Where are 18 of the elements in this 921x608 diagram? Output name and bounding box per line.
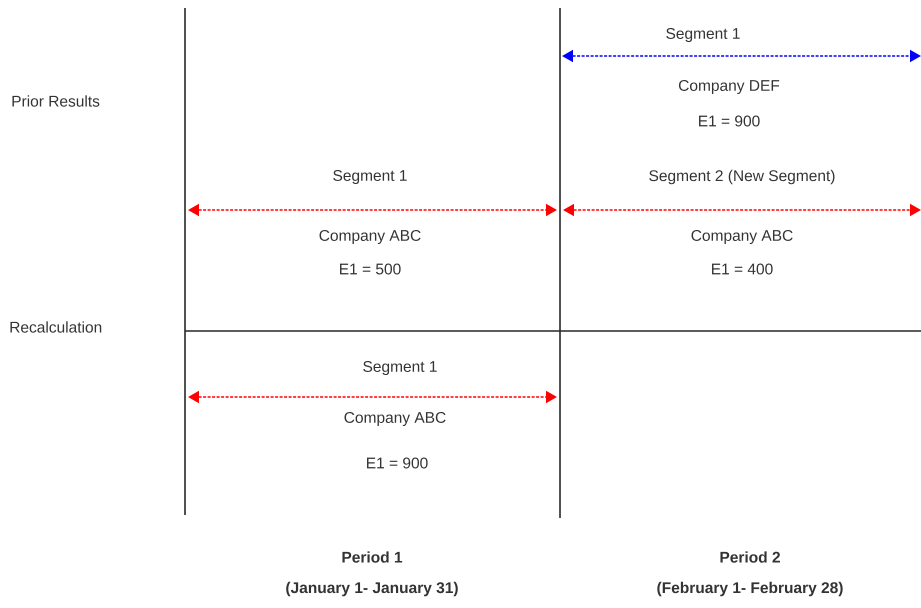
value-label: E1 = 500 — [340, 264, 401, 274]
segment-label: Segment 1 — [363, 360, 437, 376]
value-label: E1 = 400 — [712, 264, 773, 274]
period-label: (January 1- January 31) — [286, 582, 458, 596]
segment-label: Segment 1 — [666, 28, 740, 42]
segment-label: Segment 2 (New Segment) — [649, 170, 834, 184]
period-label: (February 1- February 28) — [657, 582, 843, 596]
value-label: E1 = 900 — [699, 116, 760, 126]
period-label: Period 2 — [720, 551, 780, 563]
company-label: Company ABC — [320, 230, 421, 244]
row-label: Prior Results — [12, 95, 100, 107]
row-label: Recalculation — [10, 321, 102, 333]
segment-label: Segment 1 — [333, 170, 407, 184]
company-label: Company ABC — [344, 412, 446, 426]
company-label: Company DEF — [678, 80, 780, 94]
period-label: Period 1 — [342, 551, 402, 563]
company-label: Company ABC — [692, 230, 793, 244]
value-label: E1 = 900 — [367, 458, 428, 468]
